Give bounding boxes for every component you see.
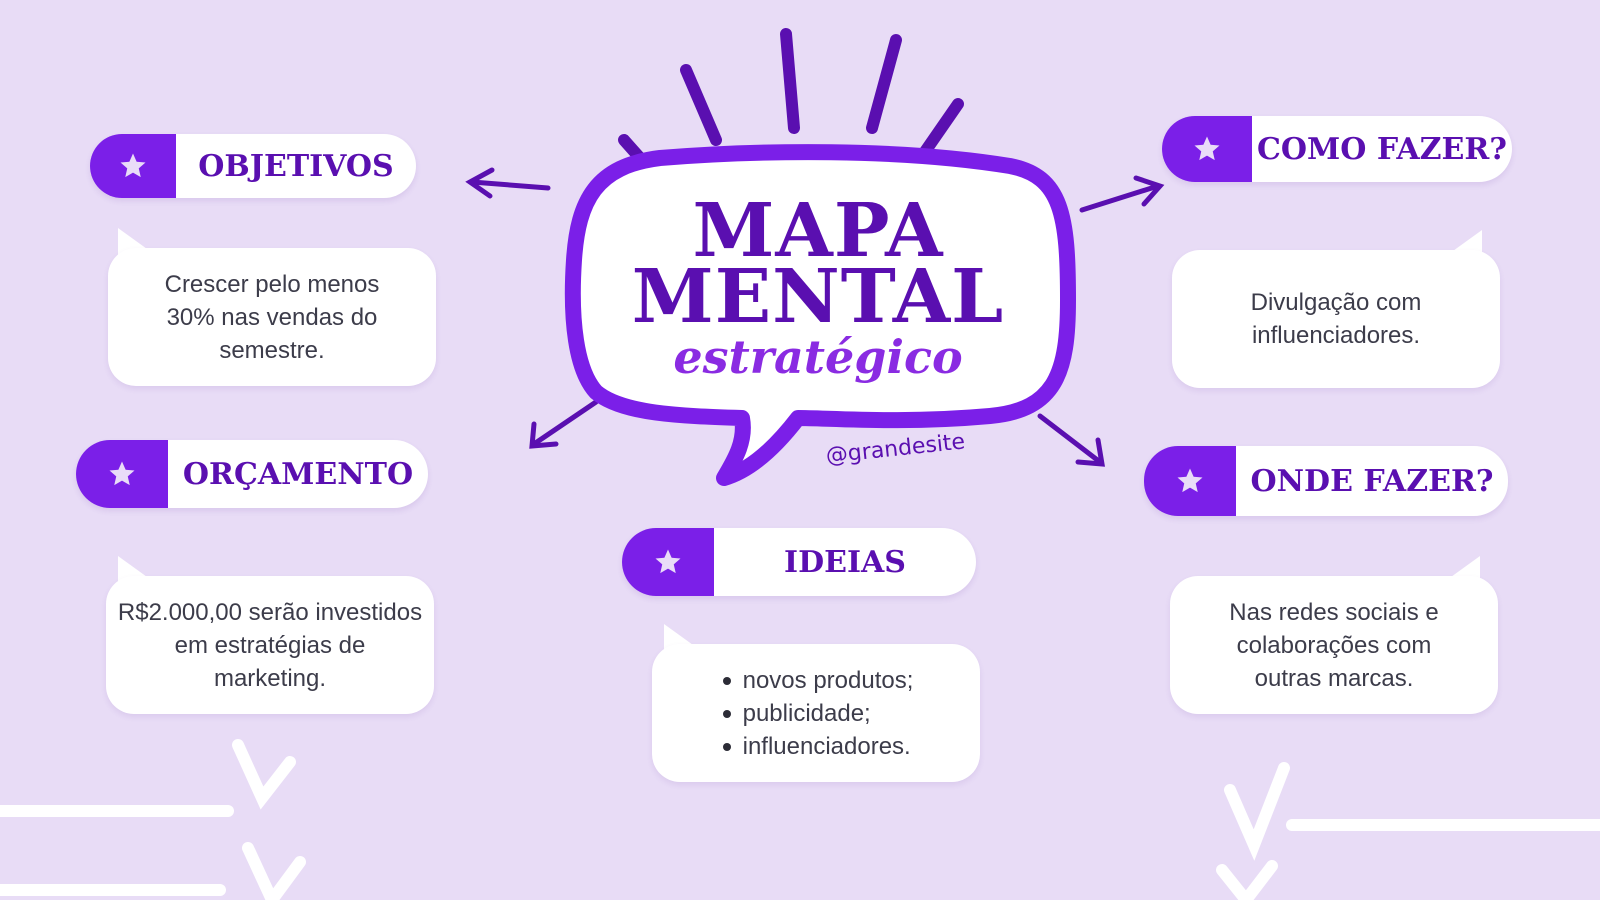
onde-fazer-star-box <box>1144 446 1236 516</box>
objetivos-title-pill: OBJETIVOS <box>90 134 416 198</box>
objetivos-content-box: Crescer pelo menos 30% nas vendas do sem… <box>108 248 436 386</box>
como-fazer-title-pill: COMO FAZER? <box>1162 116 1512 182</box>
onde-fazer-content-box: Nas redes sociais e colaborações com out… <box>1170 576 1498 714</box>
central-speech-bubble <box>564 144 1076 486</box>
star-icon <box>109 461 135 486</box>
como-fazer-content-box: Divulgação com influenciadores. <box>1172 250 1500 388</box>
decor-left-bottom <box>0 739 306 900</box>
list-item: publicidade; <box>719 697 914 730</box>
objetivos-star-box <box>90 134 176 198</box>
como-fazer-title: COMO FAZER? <box>1257 131 1507 167</box>
orcamento-title-pill: ORÇAMENTO <box>76 440 428 508</box>
onde-fazer-body: Nas redes sociais e colaborações com out… <box>1229 598 1439 692</box>
list-item: novos produtos; <box>719 664 913 697</box>
title-line-mapa: MAPA <box>692 188 944 274</box>
objetivos-title: OBJETIVOS <box>198 148 394 184</box>
title-line-mental: MENTAL <box>631 254 1005 340</box>
arrow-to-como-fazer <box>1079 175 1165 213</box>
ideias-star-box <box>622 528 714 596</box>
arrow-to-onde-fazer <box>1037 413 1105 467</box>
list-item: influenciadores. <box>719 730 914 763</box>
onde-fazer-title: ONDE FAZER? <box>1250 463 1494 499</box>
star-icon <box>120 153 146 178</box>
ideias-content-box: novos produtos; publicidade; influenciad… <box>652 644 980 782</box>
bubble-rays <box>618 28 964 164</box>
orcamento-star-box <box>76 440 168 508</box>
ideias-list: novos produtos; publicidade; influenciad… <box>719 664 914 763</box>
ideias-title-pill: IDEIAS <box>622 528 976 596</box>
orcamento-title: ORÇAMENTO <box>182 456 414 492</box>
orcamento-content-box: R$2.000,00 serão investidos em estratégi… <box>106 576 434 714</box>
objetivos-body: Crescer pelo menos 30% nas vendas do sem… <box>164 270 380 364</box>
decor-right-bottom <box>1216 762 1600 900</box>
ideias-title: IDEIAS <box>784 544 906 580</box>
orcamento-body: R$2.000,00 serão investidos em estratégi… <box>117 598 423 692</box>
title-line-estrategico: estratégico <box>673 330 963 384</box>
como-fazer-star-box <box>1162 116 1252 182</box>
como-fazer-body: Divulgação com influenciadores. <box>1250 289 1422 349</box>
star-icon <box>655 549 681 574</box>
central-title: MAPA MENTAL estratégico <box>600 188 1036 384</box>
arrow-to-orcamento <box>529 399 599 449</box>
star-icon <box>1177 468 1203 493</box>
star-icon <box>1194 136 1220 161</box>
onde-fazer-title-pill: ONDE FAZER? <box>1144 446 1508 516</box>
arrow-to-objetivos <box>465 167 551 199</box>
